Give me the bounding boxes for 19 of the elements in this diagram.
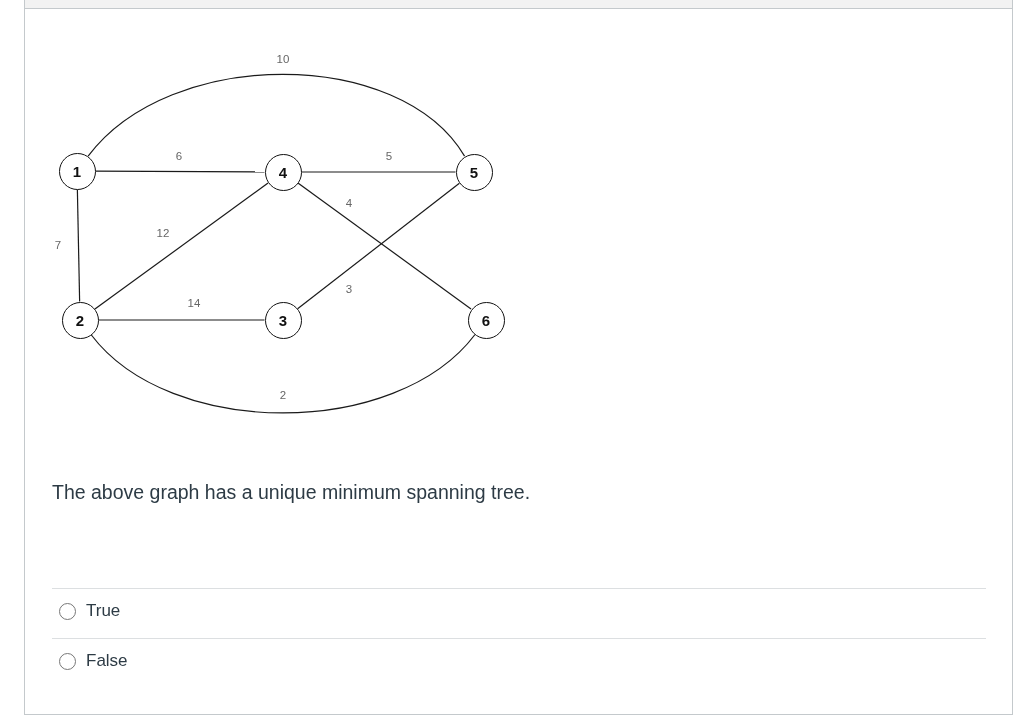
edge-weight: 14 (186, 298, 202, 310)
edge-line (90, 334, 476, 414)
edge-weight: 6 (174, 151, 184, 163)
edge-line (94, 182, 269, 310)
question-text: The above graph has a unique minimum spanning tree. (52, 480, 531, 504)
edge-line (300, 171, 457, 173)
edge-weight: 5 (384, 151, 394, 163)
edge-weight: 12 (155, 228, 171, 240)
edge-weight: 3 (344, 284, 354, 296)
option-label: True (86, 601, 121, 621)
edge-line (97, 319, 266, 321)
option-label: False (86, 651, 128, 671)
edge-weight: 4 (344, 198, 354, 210)
edge-weight: 2 (278, 390, 288, 402)
edge-weight: 10 (275, 54, 291, 66)
edge-line (94, 170, 266, 173)
edge-line (87, 73, 466, 157)
edge-line (76, 188, 81, 303)
edge-weight: 7 (53, 240, 63, 252)
